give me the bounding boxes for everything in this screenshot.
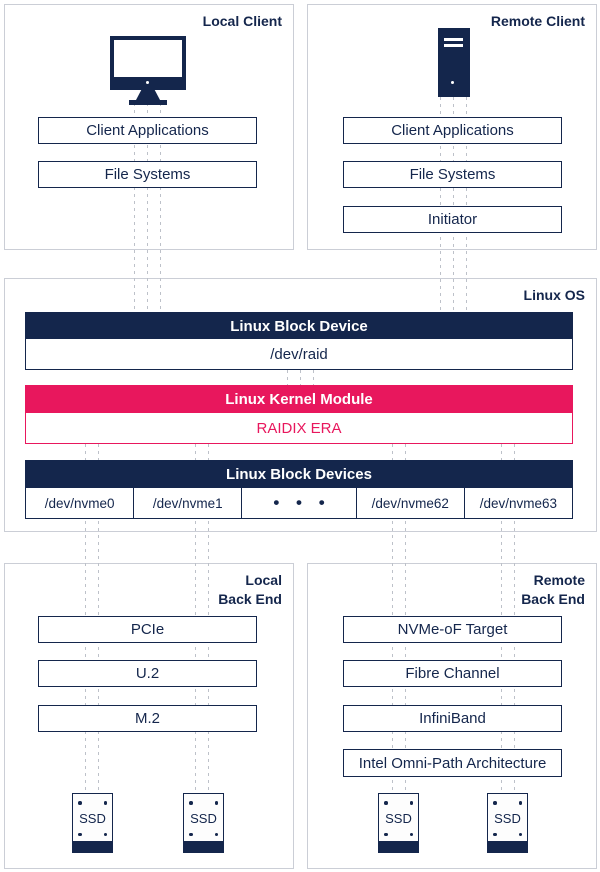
ssd-connector-strip [184, 841, 223, 852]
monitor-stand-neck [136, 90, 160, 100]
connector-dashed-line [147, 103, 148, 312]
ssd-drive-icon: SSD [378, 793, 419, 853]
nvme-device-row: /dev/nvme0 /dev/nvme1 • • • /dev/nvme62 … [26, 488, 572, 518]
ssd-screw-dot [493, 801, 497, 805]
ssd-screw-dot [384, 801, 388, 805]
connector-dashed-line [287, 370, 288, 385]
linux-os-panel-label: Linux OS [523, 287, 585, 303]
ssd-screw-dot [103, 832, 107, 836]
ssd-screw-dot [518, 801, 522, 805]
ssd-drive-icon: SSD [487, 793, 528, 853]
ssd-screw-dot [78, 832, 82, 836]
ssd-connector-strip [488, 841, 527, 852]
ssd-screw-dot [384, 832, 388, 836]
ssd-drive-icon: SSD [72, 793, 113, 853]
desktop-monitor-icon [110, 36, 186, 90]
tower-vent-line [444, 44, 463, 47]
ssd-screw-dot [409, 832, 413, 836]
u2-box: U.2 [38, 660, 257, 687]
remote-file-systems-box: File Systems [343, 161, 562, 188]
ssd-label: SSD [79, 811, 106, 826]
ssd-screw-dot [189, 801, 193, 805]
linux-kernel-module-header: Linux Kernel Module [26, 386, 572, 413]
ssd-label: SSD [385, 811, 412, 826]
monitor-screen [114, 40, 182, 77]
ssd-label: SSD [494, 811, 521, 826]
linux-block-devices-header: Linux Block Devices [26, 461, 572, 488]
connector-dashed-line [160, 103, 161, 312]
ssd-screw-dot [409, 801, 413, 805]
monitor-stand-base [129, 100, 167, 105]
linux-os-panel: Linux OS [4, 278, 597, 532]
connector-dashed-line [440, 97, 441, 312]
ssd-screw-dot [493, 832, 497, 836]
server-tower-icon [438, 28, 470, 97]
ssd-screw-dot [103, 801, 107, 805]
ssd-screw-dot [518, 832, 522, 836]
linux-block-device-header: Linux Block Device [26, 313, 572, 339]
ssd-screw-dot [214, 832, 218, 836]
tower-power-dot [451, 81, 454, 84]
local-client-panel-label: Local Client [202, 13, 282, 29]
ssd-drive-icon: SSD [183, 793, 224, 853]
ssd-screw-dot [214, 801, 218, 805]
linux-block-devices-stack: Linux Block Devices /dev/nvme0 /dev/nvme… [25, 460, 573, 519]
linux-kernel-module-stack: Linux Kernel Module RAIDIX ERA [25, 385, 573, 444]
initiator-box: Initiator [343, 206, 562, 233]
local-client-applications-box: Client Applications [38, 117, 257, 144]
monitor-dot [146, 81, 149, 84]
connector-dashed-line [313, 370, 314, 385]
remote-backend-panel-label: Remote Back End [521, 572, 585, 607]
ellipsis-cell: • • • [241, 488, 355, 518]
dev-raid-value: /dev/raid [26, 339, 572, 369]
connector-dashed-line [300, 370, 301, 385]
linux-block-device-stack: Linux Block Device /dev/raid [25, 312, 573, 370]
remote-client-panel-label: Remote Client [490, 13, 585, 29]
m2-box: M.2 [38, 705, 257, 732]
connector-dashed-line [134, 103, 135, 312]
intel-omni-path-box: Intel Omni-Path Architecture [343, 749, 562, 777]
remote-backend-panel: Remote Back End [307, 563, 597, 869]
infiniband-box: InfiniBand [343, 705, 562, 732]
ssd-connector-strip [73, 841, 112, 852]
connector-dashed-line [466, 97, 467, 312]
local-backend-panel-label: Local Back End [218, 572, 282, 607]
raidix-era-value: RAIDIX ERA [26, 413, 572, 443]
ssd-label: SSD [190, 811, 217, 826]
nvme-device-cell: /dev/nvme1 [133, 488, 241, 518]
nvme-device-cell: /dev/nvme0 [44, 495, 115, 511]
nvme-device-cell: /dev/nvme63 [463, 488, 572, 518]
local-client-panel: Local Client [4, 4, 294, 250]
ssd-connector-strip [379, 841, 418, 852]
tower-vent-line [444, 38, 463, 41]
nvme-device-cell: /dev/nvme62 [355, 488, 464, 518]
local-backend-panel: Local Back End [4, 563, 294, 869]
pcie-box: PCIe [38, 616, 257, 643]
nvme-of-target-box: NVMe-oF Target [343, 616, 562, 643]
local-file-systems-box: File Systems [38, 161, 257, 188]
fibre-channel-box: Fibre Channel [343, 660, 562, 687]
remote-client-applications-box: Client Applications [343, 117, 562, 144]
ssd-screw-dot [78, 801, 82, 805]
remote-client-panel: Remote Client [307, 4, 597, 250]
ssd-screw-dot [189, 832, 193, 836]
connector-dashed-line [453, 97, 454, 312]
